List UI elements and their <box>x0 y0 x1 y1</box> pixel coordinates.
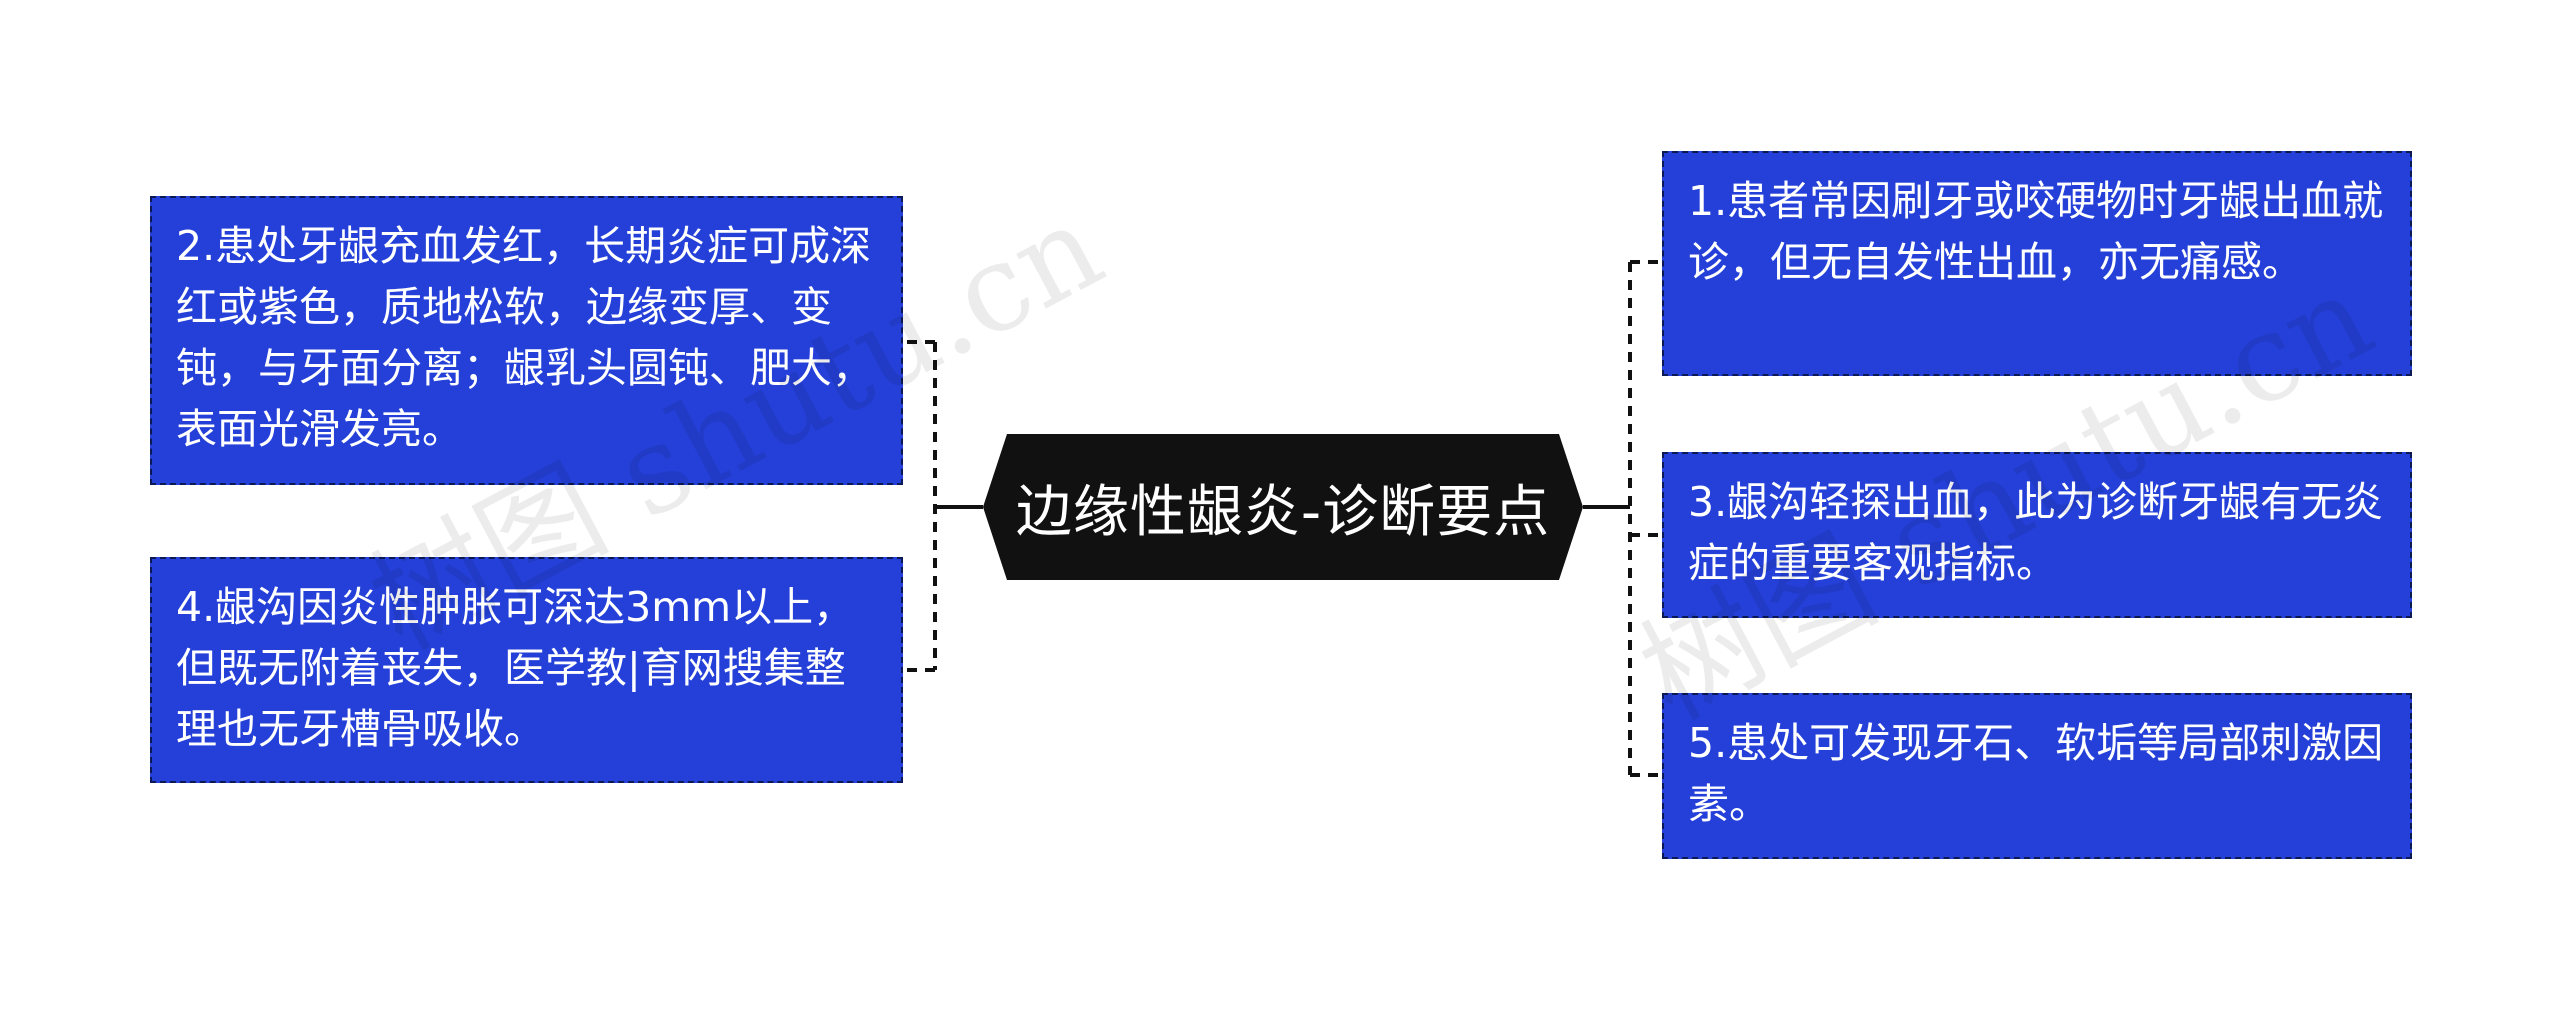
topic-node-5[interactable]: 5.患处可发现牙石、软垢等局部刺激因素。 <box>1662 693 2412 859</box>
central-topic-label: 边缘性龈炎-诊断要点 <box>1015 479 1551 545</box>
topic-node-1[interactable]: 1.患者常因刷牙或咬硬物时牙龈出血就诊，但无自发性出血，亦无痛感。 <box>1662 151 2412 376</box>
topic-node-4[interactable]: 4.龈沟因炎性肿胀可深达3mm以上，但既无附着丧失，医学教|育网搜集整理也无牙槽… <box>150 557 903 783</box>
topic-node-2[interactable]: 2.患处牙龈充血发红，长期炎症可成深红或紫色，质地松软，边缘变厚、变钝，与牙面分… <box>150 196 903 485</box>
topic-node-3[interactable]: 3.龈沟轻探出血，此为诊断牙龈有无炎症的重要客观指标。 <box>1662 452 2412 618</box>
central-topic-shape <box>983 434 1583 580</box>
central-topic[interactable]: 边缘性龈炎-诊断要点 <box>983 434 1583 580</box>
